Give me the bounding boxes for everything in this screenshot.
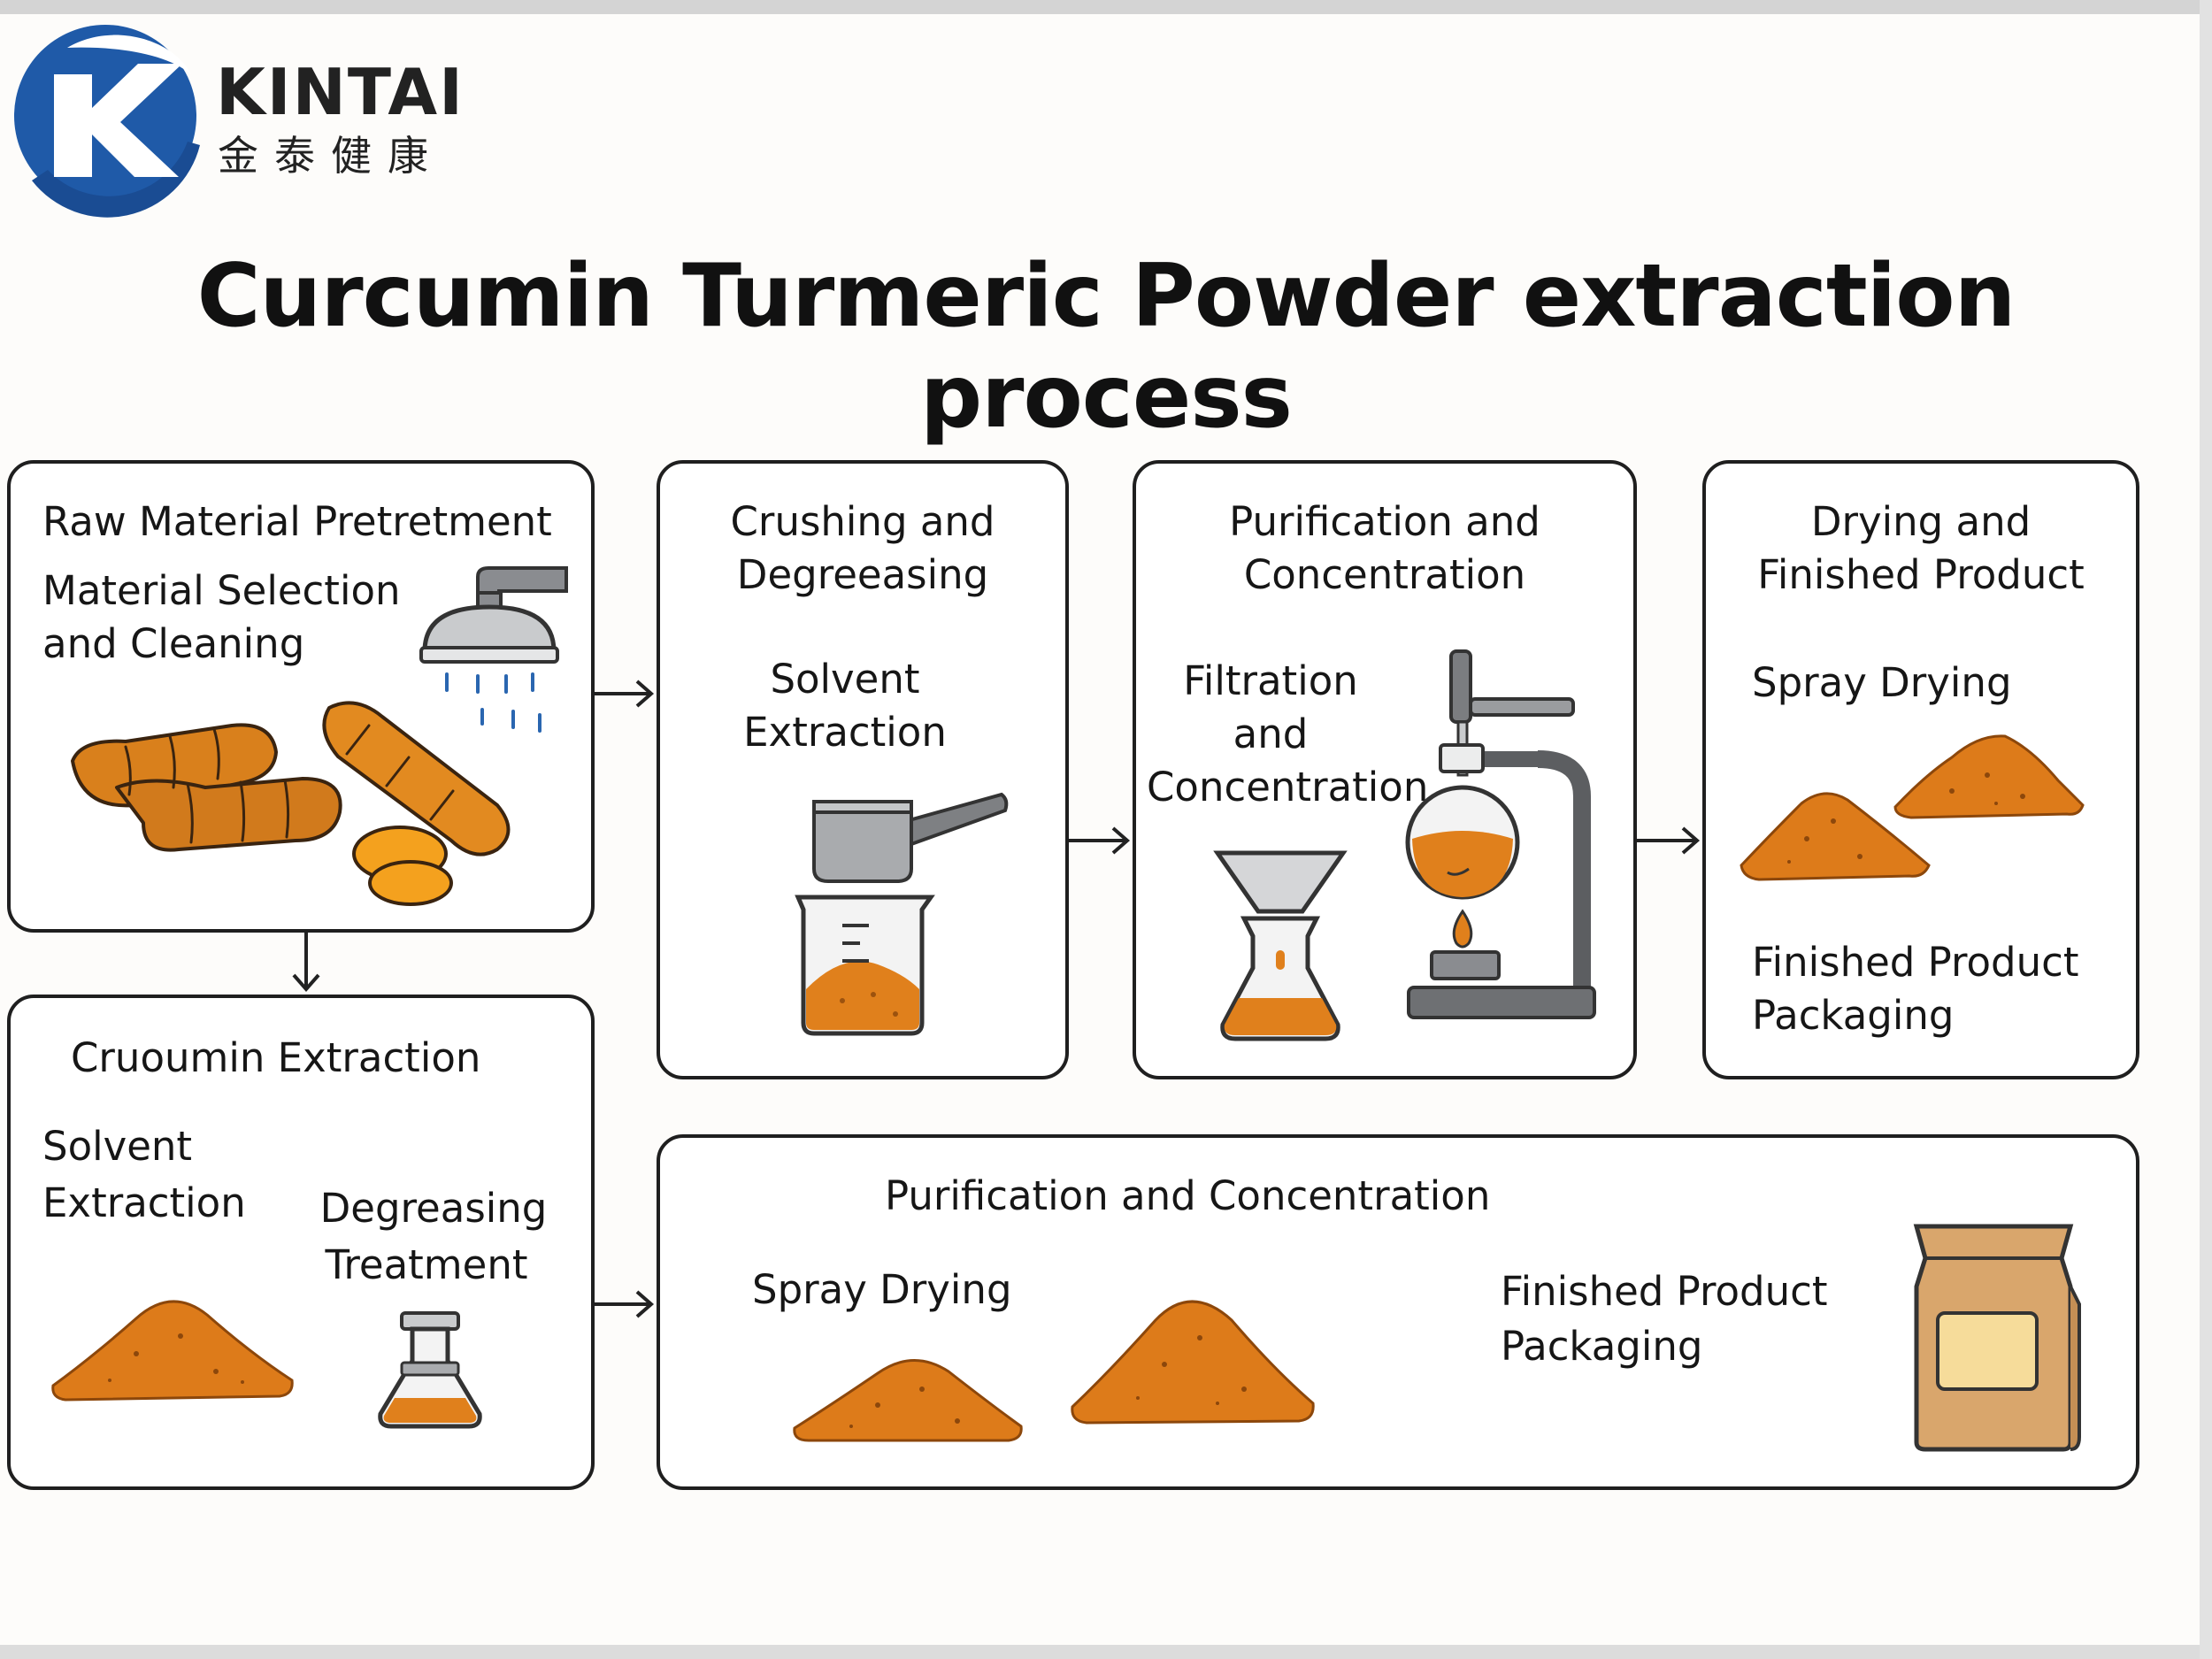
step-crushing-heading-line1: Crushing and — [730, 498, 995, 545]
step-final-sub2-line1: Finished Product — [1501, 1268, 1828, 1315]
step-crushing-sub-line2: Extraction — [743, 709, 947, 756]
arrow-right-icon — [1637, 826, 1701, 855]
step-crushing-sub-line1: Solvent — [770, 656, 920, 703]
step-purification-sub-line1: Filtration — [1183, 657, 1358, 704]
page-title: Curcumin Turmeric Powder extraction proc… — [196, 246, 2016, 448]
funnel-flask-icon — [1213, 850, 1348, 1041]
page-edge — [2200, 0, 2212, 1659]
step-final-sub1: Spray Drying — [752, 1266, 1012, 1313]
step-purification-heading-line1: Purification and — [1229, 498, 1540, 545]
powder-pile-icon — [793, 1359, 1023, 1442]
scoop-icon — [812, 792, 1009, 883]
beaker-icon — [795, 895, 935, 1036]
step-drying-sub1: Spray Drying — [1752, 659, 2012, 706]
step-drying-box — [1702, 460, 2139, 1079]
step-purification-heading-line2: Concentration — [1243, 551, 1526, 598]
shower-icon — [419, 566, 568, 733]
step-pretreatment-heading: Raw Material Pretretment — [42, 498, 552, 545]
arrow-right-icon — [595, 1290, 655, 1318]
brand-name-chinese: 金泰健康 — [218, 132, 444, 180]
arrow-right-icon — [595, 680, 655, 708]
flask-icon — [378, 1311, 482, 1429]
step-drying-sub2-line2: Packaging — [1752, 992, 1955, 1039]
step-extraction-box — [7, 995, 595, 1490]
arrow-right-icon — [1069, 826, 1131, 855]
step-extraction-heading: Cruoumin Extraction — [71, 1034, 481, 1081]
step-pretreatment-box — [7, 460, 595, 933]
powder-pile-icon — [1893, 734, 2085, 819]
step-extraction-left-line1: Solvent — [42, 1123, 193, 1170]
step-purification-sub-line2: and — [1233, 710, 1309, 757]
step-drying-heading-line1: Drying and — [1810, 498, 2032, 545]
powder-pile-icon — [1740, 792, 1931, 881]
step-extraction-left-line2: Extraction — [42, 1179, 246, 1226]
package-bag-icon — [1913, 1224, 2081, 1452]
arrow-down-icon — [292, 933, 320, 993]
step-drying-heading-line2: Finished Product — [1757, 551, 2085, 598]
step-pretreatment-sub-line2: and Cleaning — [42, 620, 305, 667]
step-final-heading: Purification and Concentration — [885, 1172, 1491, 1219]
step-purification-box — [1133, 460, 1637, 1079]
step-extraction-right-line2: Treatment — [325, 1241, 528, 1288]
brand-name: KINTAI — [216, 55, 465, 129]
turmeric-roots-icon — [71, 701, 511, 906]
distillation-apparatus-icon — [1405, 649, 1596, 1019]
step-pretreatment-sub-line1: Material Selection — [42, 567, 401, 614]
step-extraction-right-line1: Degreasing — [319, 1185, 548, 1232]
step-final-sub2-line2: Packaging — [1501, 1323, 1703, 1370]
powder-pile-icon — [51, 1300, 294, 1402]
step-drying-sub2-line1: Finished Product — [1752, 939, 2079, 986]
powder-pile-icon — [1071, 1300, 1315, 1425]
kintai-logo — [14, 25, 200, 218]
step-purification-sub-line3: Concentration — [1147, 764, 1429, 810]
step-crushing-heading-line2: Degreeasing — [736, 551, 989, 598]
